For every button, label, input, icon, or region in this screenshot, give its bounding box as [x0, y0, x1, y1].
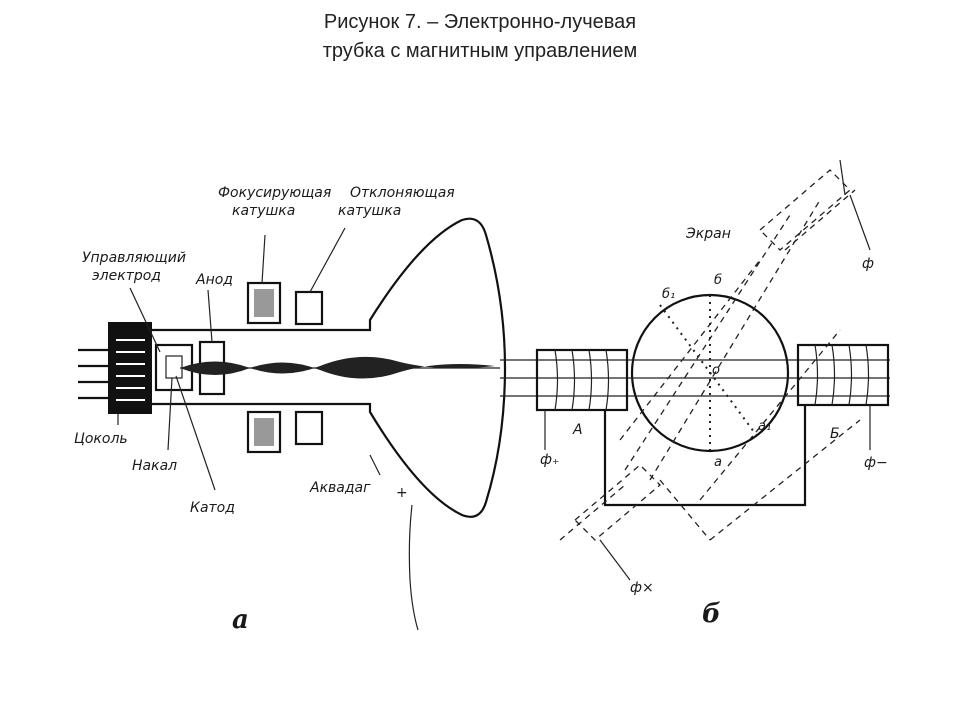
label-control-electrode-2: электрод — [92, 268, 161, 284]
tube-envelope — [152, 217, 507, 518]
coil-wiring — [603, 405, 807, 507]
label-point-o: о — [712, 363, 720, 378]
label-plus: + — [396, 485, 408, 501]
axis-b1-a1 — [659, 304, 761, 441]
label-focusing-coil-2: катушка — [232, 203, 295, 219]
label-phi-bottom: ф× — [630, 580, 654, 596]
label-phi-right: ф− — [864, 455, 888, 471]
label-filament: Накал — [132, 458, 177, 474]
focusing-coil-top — [246, 281, 282, 325]
label-point-a: а — [714, 455, 722, 470]
label-anode: Анод — [195, 272, 233, 288]
label-point-a1: а₁ — [758, 419, 771, 434]
coil-A — [535, 348, 629, 412]
label-deflecting-coil-1: Отклоняющая — [350, 185, 455, 201]
slide-title: Рисунок 7. – Электронно-лучевая трубка с… — [0, 8, 960, 66]
label-coil-B: Б — [830, 426, 840, 442]
label-screen: Экран — [685, 226, 731, 242]
label-base: Цоколь — [74, 431, 128, 447]
label-coil-A: А — [572, 422, 583, 438]
deflection-scheme: Экран б б₁ о а а₁ А Б ф ф× ф₊ ф− б — [500, 159, 890, 629]
label-deflecting-coil-2: катушка — [338, 203, 401, 219]
diagonal-coils — [559, 169, 861, 541]
aquadag-lead — [408, 504, 419, 631]
coil-B — [796, 343, 890, 407]
label-cathode: Катод — [190, 500, 235, 516]
deflecting-coil-bottom — [294, 410, 324, 446]
label-phi-left: ф₊ — [540, 452, 559, 468]
label-control-electrode-1: Управляющий — [82, 250, 186, 266]
label-focusing-coil-1: Фокусирующая — [218, 185, 331, 201]
label-aquadag: Аквадаг — [309, 480, 371, 496]
title-line-2: трубка с магнитным управлением — [322, 40, 638, 62]
deflecting-coil-top — [294, 290, 324, 326]
label-phi-top: ф — [862, 256, 874, 272]
label-point-b: б — [714, 273, 722, 288]
crt-tube-diagram: Фокусирующая катушка Отклоняющая катушка… — [74, 185, 507, 635]
part-letter-a: а — [232, 605, 249, 635]
part-letter-b: б — [702, 599, 721, 629]
title-line-1: Рисунок 7. – Электронно-лучевая — [323, 11, 637, 33]
focusing-coil-bottom — [246, 410, 282, 454]
tube-base — [108, 322, 152, 414]
label-point-b1: б₁ — [662, 287, 675, 302]
base-pins — [78, 348, 108, 400]
